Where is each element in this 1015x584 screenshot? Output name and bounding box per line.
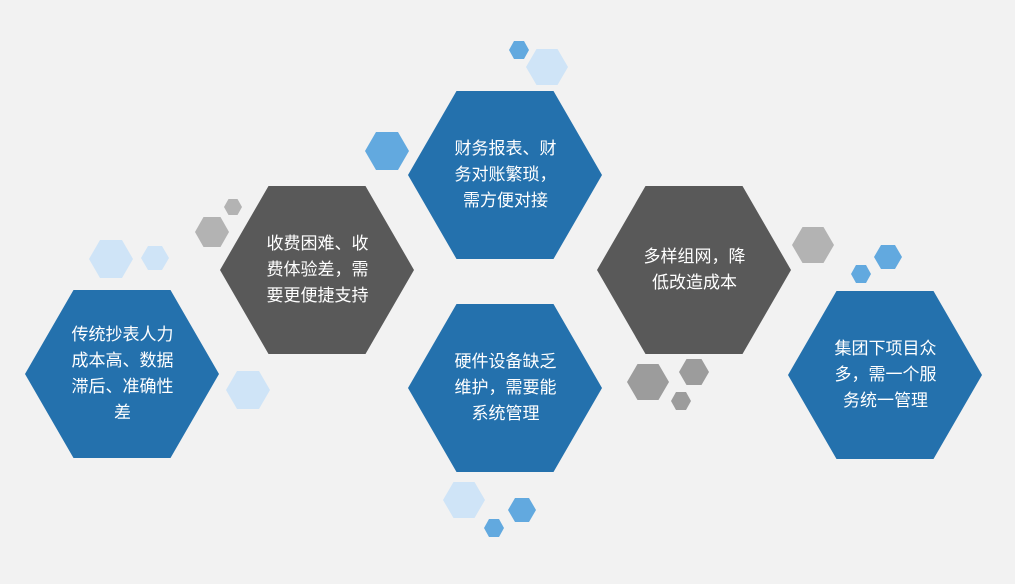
decorative-hexagon	[509, 41, 529, 59]
hex-hardware-maintenance	[408, 304, 602, 472]
decorative-hexagon	[443, 482, 485, 518]
decorative-hexagon	[874, 245, 902, 269]
decorative-hexagon	[224, 199, 242, 215]
decorative-hexagon	[679, 359, 709, 385]
decorative-hexagon	[484, 519, 504, 537]
decorative-hexagon	[526, 49, 568, 85]
hex-finance-report	[408, 91, 602, 259]
decorative-hexagon	[671, 392, 691, 410]
decorative-hexagon	[226, 371, 270, 409]
decorative-hexagon	[508, 498, 536, 522]
hex-group-projects	[788, 291, 982, 459]
decorative-hexagon	[89, 240, 133, 278]
decorative-hexagon	[851, 265, 871, 283]
hex-networking	[597, 186, 791, 354]
decorative-hexagon	[141, 246, 169, 270]
hex-fee-collection	[220, 186, 414, 354]
decorative-hexagon	[195, 217, 229, 247]
decorative-hexagon	[627, 364, 669, 400]
decorative-hexagon	[365, 132, 409, 170]
hex-traditional-reading	[25, 290, 219, 458]
decorative-hexagon	[792, 227, 834, 263]
